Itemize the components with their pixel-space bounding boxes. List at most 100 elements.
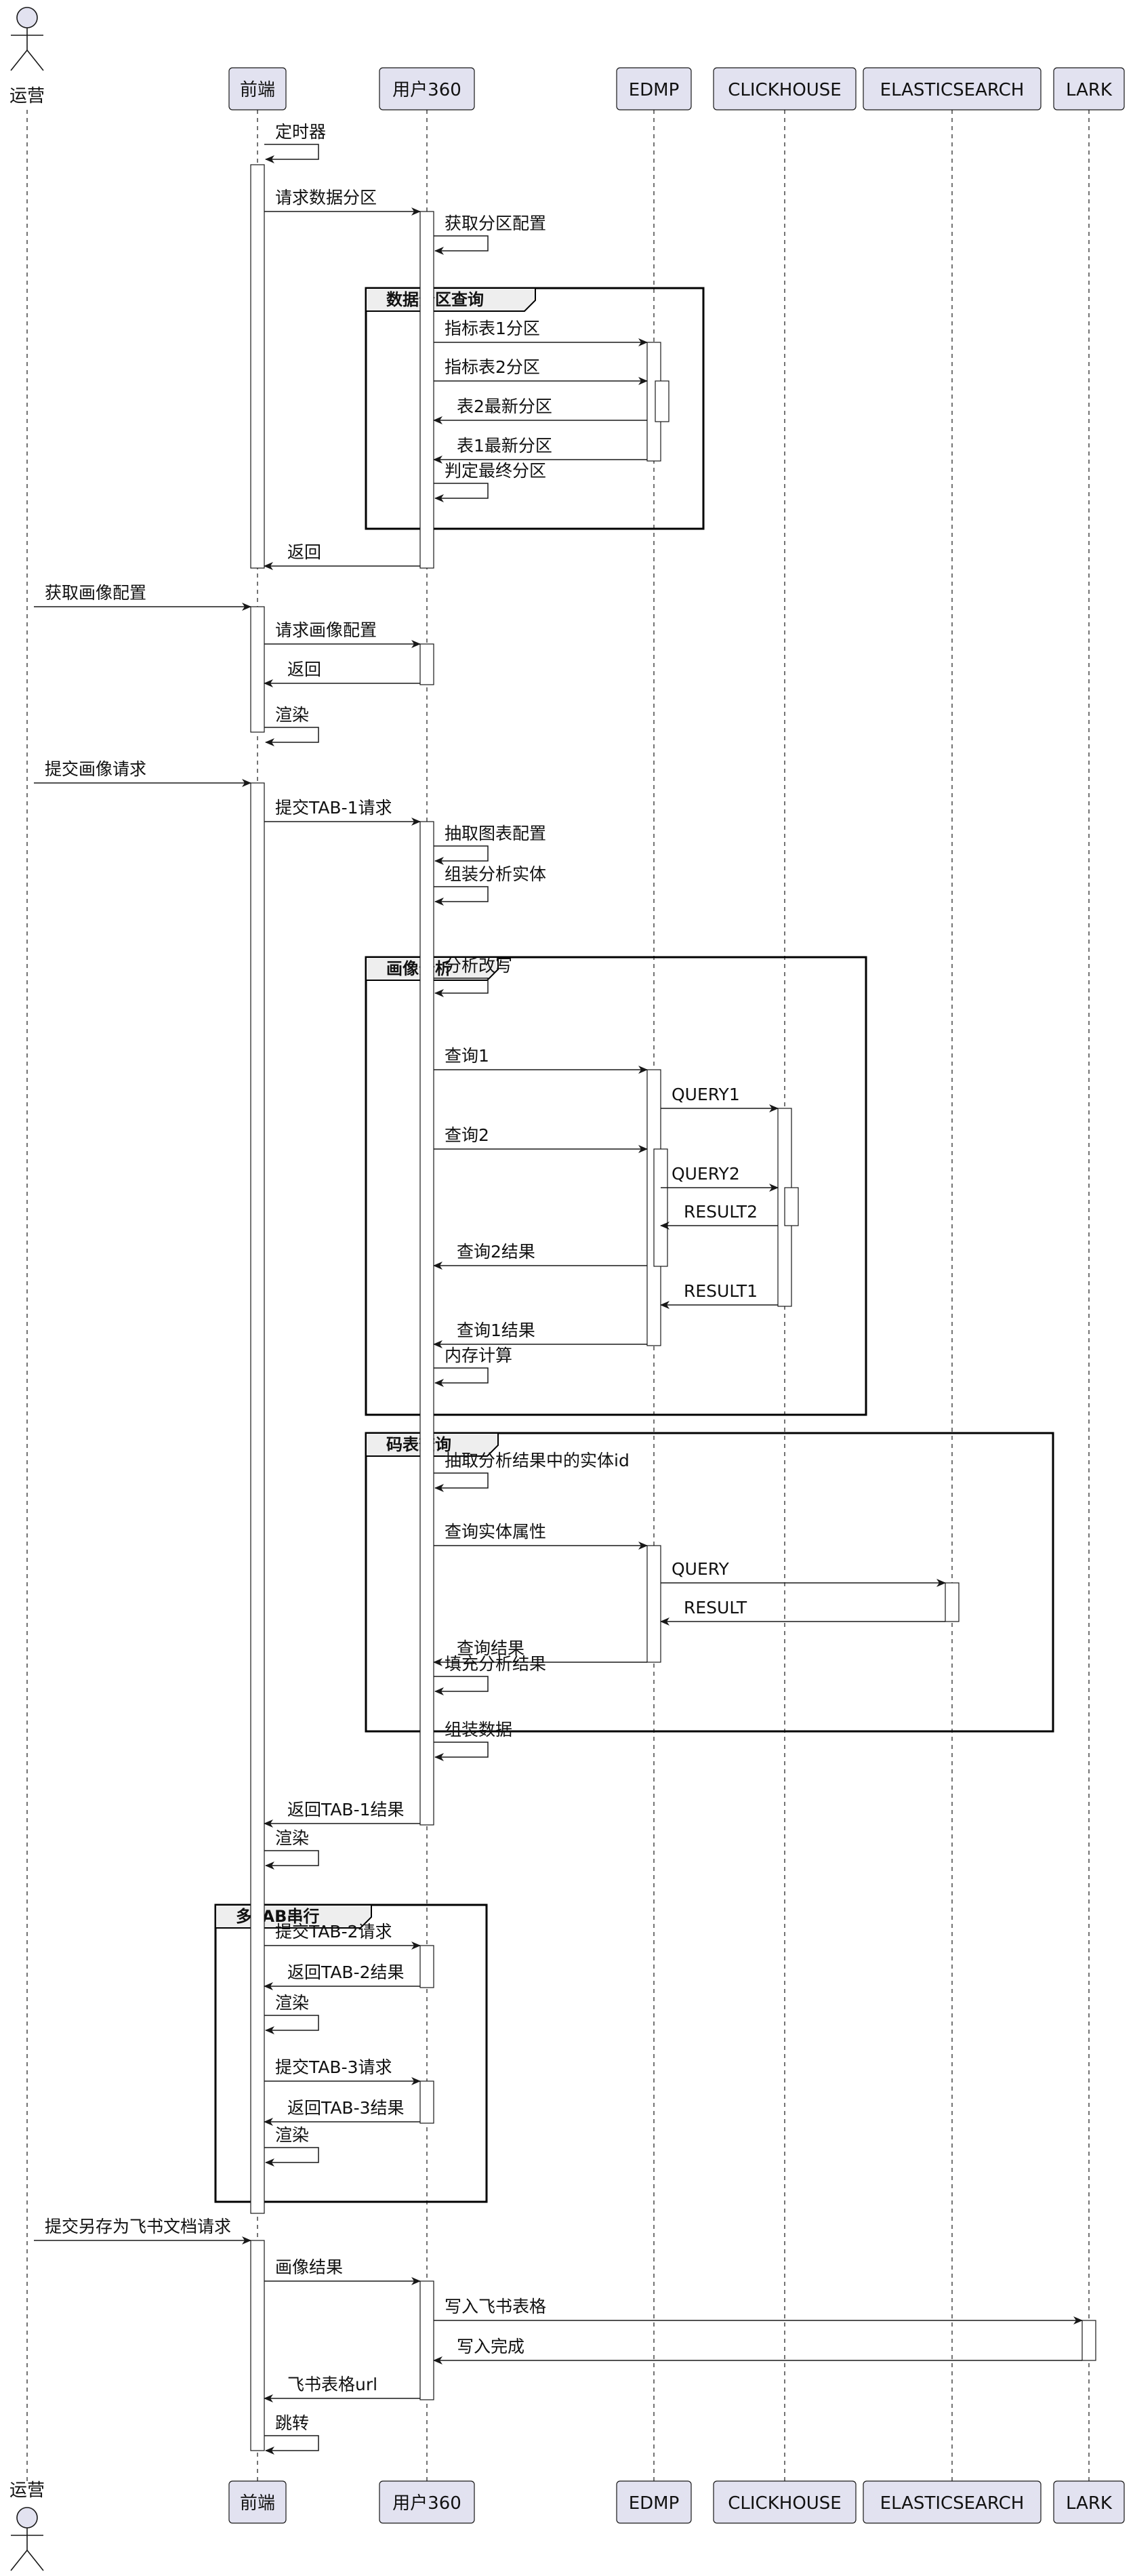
message-28: 抽取分析结果中的实体id: [434, 1451, 630, 1492]
participant-label: CLICKHOUSE: [728, 80, 842, 100]
message-label: 表1最新分区: [457, 436, 552, 456]
self-message-arrow: [434, 886, 489, 906]
participant-label: EDMP: [629, 80, 680, 100]
message-label: 返回: [287, 542, 321, 562]
participant-es-bottom: ELASTICSEARCH: [863, 2480, 1042, 2524]
message-label: 提交TAB-2请求: [275, 1922, 392, 1941]
message-27: 内存计算: [434, 1346, 512, 1387]
participant-box: [1053, 2480, 1125, 2524]
message-label: 抽取分析结果中的实体id: [445, 1451, 630, 1470]
message-6: 表2最新分区: [433, 397, 647, 424]
message-label: 提交另存为飞书文档请求: [45, 2217, 231, 2236]
message-32: 查询结果: [433, 1638, 647, 1666]
message-12: 返回: [264, 660, 420, 687]
message-label: QUERY2: [672, 1164, 740, 1184]
message-label: 填充分析结果: [445, 1654, 546, 1674]
message-label: 查询1: [445, 1046, 489, 1066]
activation-bar-fe: [250, 782, 265, 2214]
frame-label: 画像分析: [386, 959, 451, 978]
message-43: 提交另存为飞书文档请求: [34, 2217, 251, 2245]
activation-bar-u360: [419, 1945, 434, 1988]
message-33: 填充分析结果: [434, 1654, 546, 1695]
frame-label: 数据分区查询: [386, 290, 484, 309]
activation-bar-edmp: [653, 1148, 668, 1267]
participant-label: 用户360: [392, 2493, 461, 2514]
message-label: 渲染: [275, 1828, 309, 1848]
self-message-arrow: [434, 1472, 489, 1492]
activation-bar-fe: [250, 606, 265, 733]
participant-edmp-top: EDMP: [616, 67, 692, 110]
participant-label: CLICKHOUSE: [728, 2493, 842, 2514]
participant-box: [616, 2480, 692, 2524]
message-46: 写入完成: [433, 2337, 1082, 2364]
message-14: 提交画像请求: [34, 759, 251, 787]
message-13: 渲染: [264, 705, 319, 746]
message-label: 判定最终分区: [445, 461, 546, 481]
participant-ch-bottom: CLICKHOUSE: [713, 2480, 857, 2524]
message-label: 请求画像配置: [275, 620, 377, 640]
frame-3: 码表查询: [365, 1432, 1054, 1733]
self-message-arrow: [434, 845, 489, 865]
self-message-arrow: [264, 727, 319, 746]
participant-ops-top: 运营: [9, 7, 45, 106]
message-30: QUERY: [661, 1559, 946, 1587]
activation-bar-u360: [419, 643, 434, 685]
message-label: 返回TAB-3结果: [287, 2098, 405, 2118]
message-label: 查询2: [445, 1125, 489, 1145]
message-42: 渲染: [264, 2125, 319, 2167]
message-48: 跳转: [264, 2413, 319, 2455]
participant-u360-top: 用户360: [379, 67, 475, 110]
message-label: QUERY: [672, 1559, 730, 1579]
message-label: 查询2结果: [457, 1242, 535, 1262]
message-4: 指标表1分区: [434, 319, 648, 346]
participant-heads-layer: 运营运营前端前端用户360用户360EDMPEDMPCLICKHOUSECLIC…: [9, 7, 1125, 2571]
message-label: 组装分析实体: [445, 864, 546, 884]
participant-label: ELASTICSEARCH: [880, 80, 1025, 100]
message-label: RESULT1: [684, 1281, 758, 1301]
self-message-arrow: [434, 235, 489, 255]
message-23: RESULT2: [660, 1202, 778, 1230]
message-label: 写入飞书表格: [445, 2297, 546, 2316]
message-21: 查询2: [434, 1125, 648, 1153]
participant-lark-bottom: LARK: [1053, 2480, 1125, 2524]
message-8: 判定最终分区: [434, 461, 546, 502]
frame-border: [365, 1432, 1054, 1733]
participant-ops-bottom: 运营: [9, 2480, 45, 2571]
participant-box: [379, 2480, 475, 2524]
participant-fe-bottom: 前端: [228, 2480, 287, 2524]
self-message-arrow: [434, 1676, 489, 1695]
message-label: 内存计算: [445, 1346, 512, 1365]
frame-1: 数据分区查询: [365, 287, 705, 530]
frame-tab: [365, 287, 536, 312]
message-label: 请求数据分区: [275, 188, 377, 207]
participant-box: [228, 2480, 287, 2524]
self-message-arrow: [264, 2147, 319, 2167]
message-label: 飞书表格url: [287, 2375, 377, 2394]
participant-box: [863, 2480, 1042, 2524]
message-label: 提交TAB-3请求: [275, 2057, 392, 2077]
self-message-arrow: [434, 1742, 489, 1761]
participant-label: 前端: [240, 80, 275, 100]
lifelines-layer: [26, 110, 1090, 2481]
message-label: 定时器: [275, 122, 326, 142]
participant-label: EDMP: [629, 2493, 680, 2514]
message-40: 提交TAB-3请求: [264, 2057, 421, 2085]
message-label: 获取分区配置: [445, 214, 546, 233]
activation-bar-u360: [419, 211, 434, 569]
activation-bar-u360: [419, 821, 434, 1826]
message-label: 分析改写: [445, 956, 512, 975]
self-message-arrow: [434, 483, 489, 502]
participant-es-top: ELASTICSEARCH: [863, 67, 1042, 110]
message-label: 返回: [287, 660, 321, 679]
message-22: QUERY2: [661, 1164, 779, 1192]
participant-lark-top: LARK: [1053, 67, 1125, 110]
self-message-arrow: [264, 144, 319, 163]
message-label: 查询结果: [457, 1638, 524, 1658]
actor-figure-icon: [10, 2507, 44, 2571]
message-label: 提交画像请求: [45, 759, 146, 779]
message-11: 请求画像配置: [264, 620, 421, 648]
participant-label: 用户360: [392, 80, 461, 100]
message-17: 组装分析实体: [434, 864, 546, 906]
message-label: 指标表1分区: [445, 319, 540, 338]
